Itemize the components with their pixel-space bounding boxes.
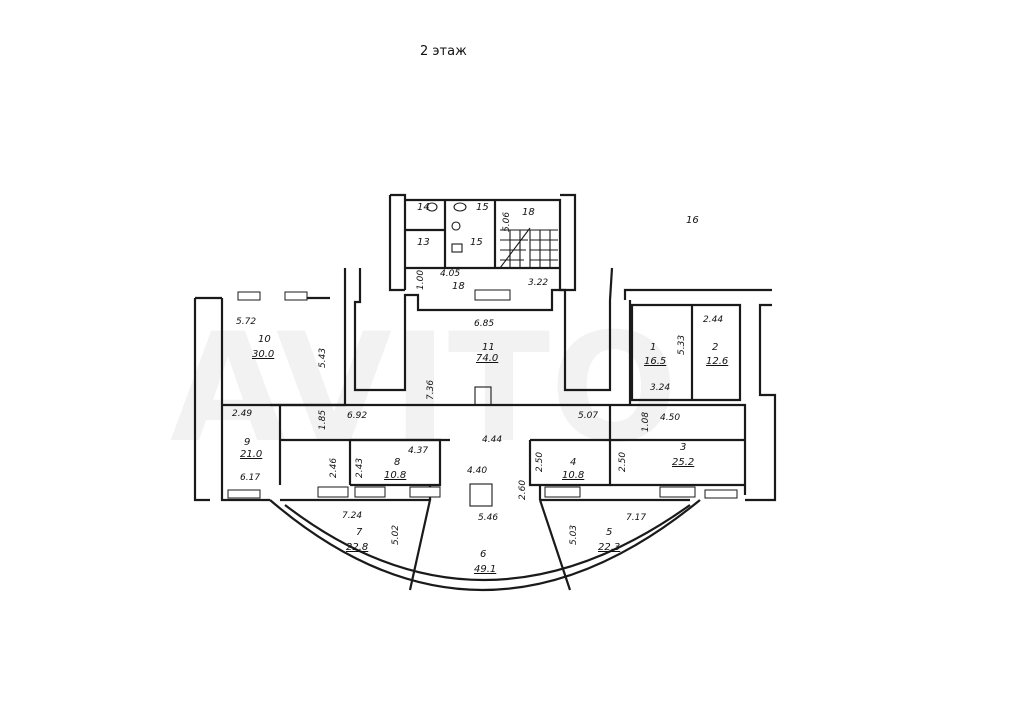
dim-label: 4.44 [482,435,502,445]
room-3-number: 3 [680,442,686,453]
room-2-area: 12.6 [706,356,728,367]
dim-label: 4.50 [660,413,680,423]
room-10-number: 10 [258,334,271,345]
dim-label: 1.00 [416,270,426,290]
room-1-number: 1 [650,342,656,353]
room-3-walls [610,438,745,487]
dim-label: 2.46 [329,458,339,478]
room-5-number: 5 [606,527,612,538]
room-2-number: 2 [712,342,718,353]
room-17-number-stair: 18 [522,207,535,218]
corridor-walls [270,403,630,485]
dim-label: 6.92 [347,411,367,421]
dim-label: 3.24 [650,383,670,393]
dim-label: 4.37 [408,446,428,456]
column [474,386,492,406]
room-9-number: 9 [244,437,250,448]
outer-wall-left [193,267,777,502]
dim-label: 5.07 [578,411,598,421]
dim-label: 5.72 [236,317,256,327]
windows [227,289,738,499]
room-9-area: 21.0 [240,449,262,460]
room-4-area: 10.8 [562,470,584,481]
dim-label: 5.06 [502,212,512,232]
room-6-area: 49.1 [474,564,496,575]
dim-label: 5.33 [677,335,687,355]
dim-label: 1.85 [318,410,328,430]
dim-label: 5.46 [478,513,498,523]
sanitary-fixtures [426,202,467,253]
room-7-area: 22.8 [346,542,368,553]
room-14-number: 14 [417,202,430,213]
dim-label: 2.49 [232,409,252,419]
stair-block-walls [388,193,577,292]
outer-wall-right-lower [628,300,747,495]
room-6-number: 6 [480,549,486,560]
dim-label: 7.17 [626,513,646,523]
room-8-number: 8 [394,457,400,468]
dimension-labels: 5.72 5.43 6.85 5.33 2.44 3.24 2.49 1.85 … [232,212,723,545]
dim-label: 2.50 [618,452,628,472]
room-5-area: 22.3 [598,542,620,553]
room-4-number: 4 [570,457,576,468]
room-13-number: 13 [417,237,430,248]
lower-arc-inner [284,504,691,582]
room-labels: 16 14 15 13 15 18 18 10 30.0 11 74.0 1 1… [240,202,728,575]
room-8-walls [348,438,442,487]
dim-label: 4.05 [440,269,460,279]
room-1-2-walls [630,303,742,402]
page-title: 2 этаж [420,44,467,59]
dim-label: 4.40 [467,466,487,476]
dim-label: 7.24 [342,511,362,521]
dim-label: 2.50 [535,452,545,472]
room-4-walls [528,440,612,487]
dim-label: 2.60 [518,480,528,500]
dim-label: 2.44 [703,315,723,325]
dim-label: 1.08 [641,412,651,432]
room-18-number: 18 [452,281,465,292]
dim-label: 2.43 [355,458,365,478]
room-15-number: 15 [476,202,489,213]
room-3-area: 25.2 [672,457,694,468]
dim-label: 6.85 [474,319,494,329]
room-17-number: 16 [686,215,699,226]
dim-label: 3.22 [528,278,548,288]
room-16-number: 15 [470,237,483,248]
room-11-number: 11 [482,342,495,353]
dim-label: 5.02 [391,525,401,545]
dim-label: 5.43 [318,348,328,368]
room-11-area: 74.0 [476,353,498,364]
dim-label: 6.17 [240,473,260,483]
room-8-area: 10.8 [384,470,406,481]
column [469,483,493,507]
room-1-area: 16.5 [644,356,666,367]
stairs [499,227,558,269]
dim-label: 5.03 [569,525,579,545]
lower-arc-outer [269,499,701,591]
dim-label: 7.36 [426,380,436,400]
room-10-area: 30.0 [252,349,274,360]
room-7-number: 7 [356,527,363,538]
